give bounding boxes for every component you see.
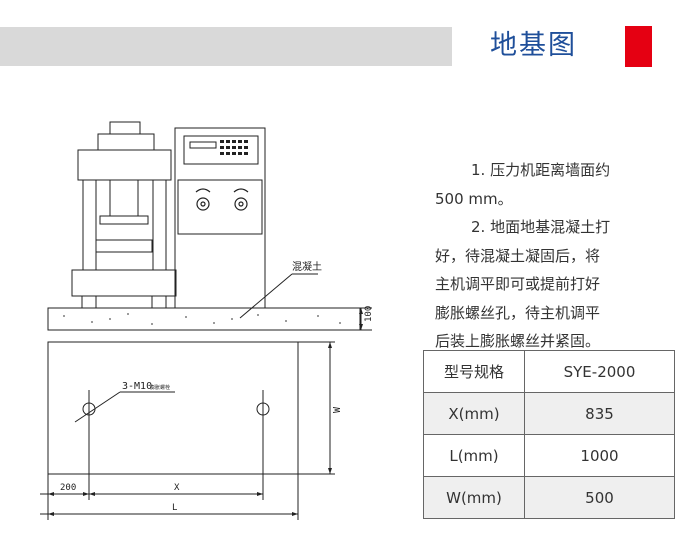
foundation-plan (47, 341, 299, 475)
concrete-slab (47, 307, 361, 331)
press-foot-right (151, 295, 167, 309)
control-panel (183, 135, 259, 165)
spec-row-label: W(mm) (423, 476, 525, 519)
concrete-label: 混凝土 (292, 260, 322, 273)
bolt-hole-label: 3-M10 (122, 381, 152, 392)
slab-depth-label: 100 (364, 306, 374, 322)
press-column-left (82, 179, 97, 271)
note-2-line-3: 主机调平即可或提前打好 (435, 275, 601, 293)
press-top-cap (109, 121, 141, 135)
valve-knob-right (233, 188, 249, 211)
dim-w-label: W (332, 406, 343, 413)
cabinet-door (177, 179, 263, 235)
dim-200-label: 200 (60, 483, 76, 493)
dimension-arrows (48, 308, 363, 516)
spec-table: 型号规格 SYE-2000 X(mm) 835 L(mm) 1000 W(mm)… (423, 350, 675, 519)
note-2-line-1: 2. 地面地基混凝土打 (471, 218, 611, 236)
installation-notes: 1. 压力机距离墙面约 500 mm。 2. 地面地基混凝土打 好，待混凝土凝固… (435, 156, 675, 356)
concrete-leader (239, 273, 293, 319)
spec-row-value: 500 (524, 476, 675, 519)
press-piston (109, 179, 139, 217)
table-row: X(mm) 835 (423, 392, 675, 435)
press-upper-body (97, 133, 155, 151)
press-crosshead (77, 149, 172, 181)
press-foot-left (81, 295, 97, 309)
accent-block (625, 26, 652, 67)
note-2-line-5: 后装上膨胀螺丝并紧固。 (435, 332, 601, 350)
note-1-line-2: 500 mm。 (435, 189, 513, 208)
spec-row-value: 835 (524, 392, 675, 435)
concrete-texture (63, 313, 341, 325)
bolt-hole-note: 膨胀螺栓 (150, 384, 170, 391)
press-base (71, 269, 177, 297)
note-2-line-4: 膨胀螺丝孔，待主机调平 (435, 303, 601, 322)
page-title: 地基图 (490, 30, 577, 61)
note-1-line-1: 1. 压力机距离墙面约 (471, 161, 611, 179)
spec-table-header: 型号规格 SYE-2000 (423, 350, 675, 393)
note-2-line-2: 好，待混凝土凝固后，将 (435, 246, 601, 265)
table-row: L(mm) 1000 (423, 434, 675, 477)
table-row: W(mm) 500 (423, 476, 675, 519)
control-keys (220, 140, 248, 155)
dim-l-label: L (172, 503, 177, 513)
spec-header-model: SYE-2000 (524, 350, 675, 393)
spec-row-label: X(mm) (423, 392, 525, 435)
spec-row-value: 1000 (524, 434, 675, 477)
control-display (189, 141, 217, 149)
hole-leader (74, 391, 121, 423)
spec-header-label: 型号规格 (423, 350, 525, 393)
press-lower-platen (95, 239, 153, 253)
valve-knob-left (195, 188, 211, 211)
spec-row-label: L(mm) (423, 434, 525, 477)
press-column-right (152, 179, 167, 271)
press-upper-platen (99, 215, 149, 225)
dim-x-label: X (174, 483, 180, 493)
